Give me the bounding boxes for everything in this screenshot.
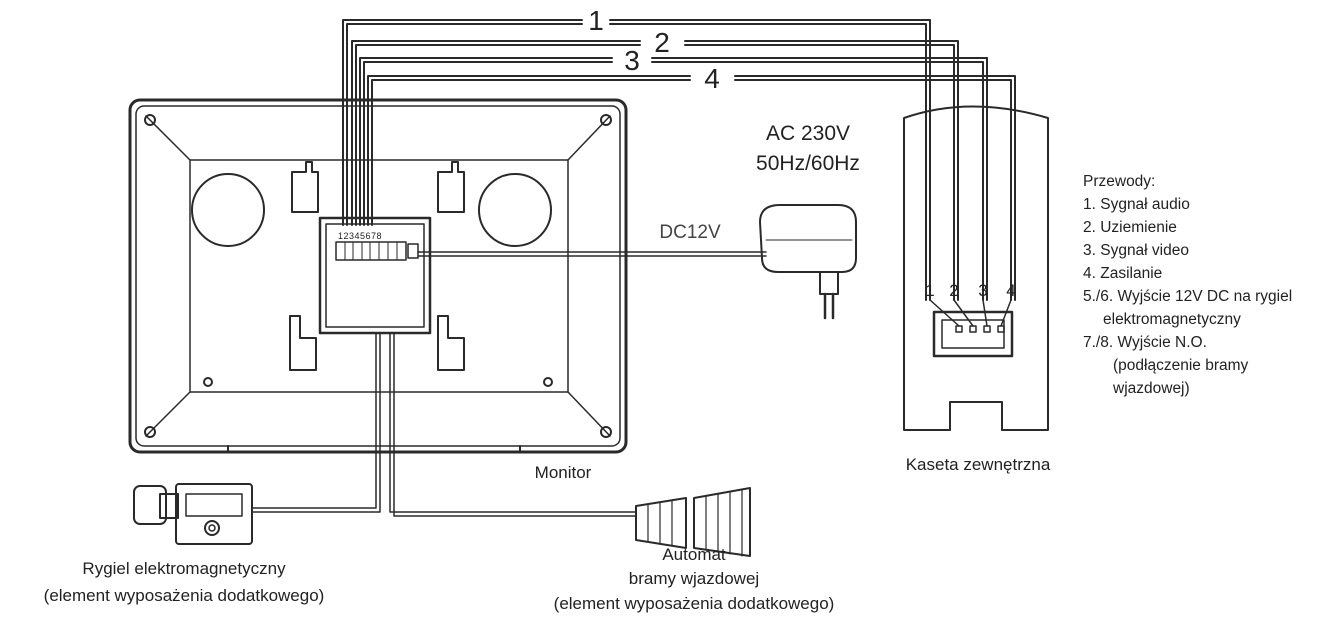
- terminal-numbers: 12345678: [338, 231, 382, 241]
- legend-item-continued: wjazdowej): [1113, 380, 1190, 397]
- gate-sublabel: bramy wjazdowej: [629, 569, 759, 588]
- station-terminal-1: 1: [925, 281, 934, 300]
- station-terminal-4: 4: [1006, 281, 1015, 300]
- gate-accessory-label: (element wyposażenia dodatkowego): [554, 594, 835, 613]
- dc-cable: [417, 251, 767, 257]
- legend-title: Przewody:: [1083, 173, 1156, 190]
- ac-frequency-label: 50Hz/60Hz: [756, 152, 860, 175]
- wires-legend: Przewody: 1. Sygnał audio 2. Uziemienie …: [1083, 170, 1328, 400]
- wire-label-1: 1: [588, 5, 604, 36]
- legend-item: 1. Sygnał audio: [1083, 196, 1190, 213]
- lock-icon: [133, 483, 253, 545]
- speaker-right: [478, 173, 552, 247]
- monitor-unit: [128, 98, 628, 454]
- legend-item: 3. Sygnał video: [1083, 242, 1189, 259]
- wire-3: [359, 57, 988, 301]
- legend-item: 7./8. Wyjście N.O.: [1083, 334, 1207, 351]
- legend-item: 4. Zasilanie: [1083, 265, 1163, 282]
- legend-item: 2. Uziemienie: [1083, 219, 1177, 236]
- ac-voltage-label: AC 230V: [766, 122, 850, 145]
- output-wires: [251, 332, 637, 517]
- gate-automat-icon: [635, 487, 751, 557]
- outdoor-station-label: Kaseta zewnętrzna: [906, 455, 1051, 474]
- wire-bundle: [342, 19, 1016, 301]
- legend-item: 5./6. Wyjście 12V DC na rygiel: [1083, 288, 1293, 305]
- station-connector: [932, 310, 1014, 358]
- wire-label-4: 4: [704, 63, 720, 94]
- speaker-left: [191, 173, 265, 247]
- wire-2: [351, 40, 959, 301]
- terminal-block: [318, 216, 432, 335]
- legend-item-continued: (podłączenie bramy: [1113, 357, 1249, 374]
- dc-voltage-label: DC12V: [659, 222, 721, 243]
- gate-label: Automat: [662, 545, 726, 564]
- station-terminal-2: 2: [949, 281, 958, 300]
- power-adapter-icon: [759, 204, 857, 320]
- legend-item-continued: elektromagnetyczny: [1103, 311, 1241, 328]
- wire-4: [367, 75, 1016, 301]
- lock-label: Rygiel elektromagnetyczny: [82, 559, 286, 578]
- station-terminal-3: 3: [978, 281, 987, 300]
- wire-label-3: 3: [624, 45, 640, 76]
- wire-label-2: 2: [654, 27, 670, 58]
- outdoor-station: [903, 105, 1049, 431]
- lock-sublabel: (element wyposażenia dodatkowego): [44, 586, 325, 605]
- monitor-label: Monitor: [535, 463, 592, 482]
- wire-1: [342, 19, 931, 301]
